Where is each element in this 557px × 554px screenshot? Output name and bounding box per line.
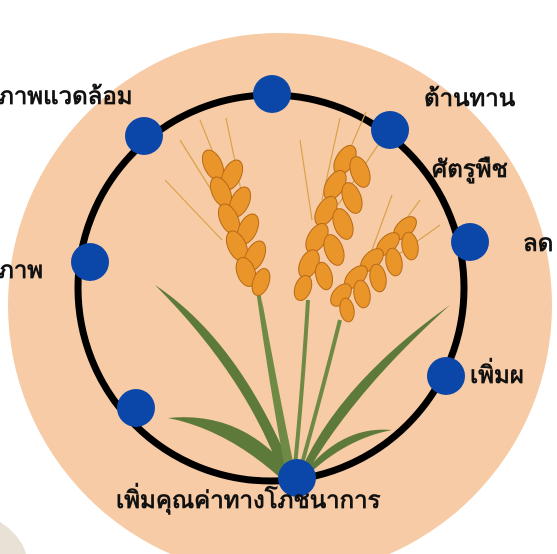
label-increase: เพิ่มผ [470,363,524,387]
label-nutrition: เพิ่มคุณค่าทางโภชนาการ [116,488,381,512]
node-environment[interactable] [125,117,163,155]
node-left[interactable] [71,243,109,281]
label-reduce: ลด [523,231,553,255]
node-top[interactable] [253,75,291,113]
label-resist-line2: ศัตรูพืช [432,157,508,181]
node-lower-left[interactable] [117,389,155,427]
node-reduce[interactable] [451,223,489,261]
label-environment: ภาพแวดล้อม [0,84,133,108]
node-resist-pests[interactable] [371,111,409,149]
label-left: ภาพ [0,258,43,282]
label-resist-line1: ต้านทาน [424,86,515,110]
node-increase-yield[interactable] [427,357,465,395]
corner-decoration [0,522,26,554]
